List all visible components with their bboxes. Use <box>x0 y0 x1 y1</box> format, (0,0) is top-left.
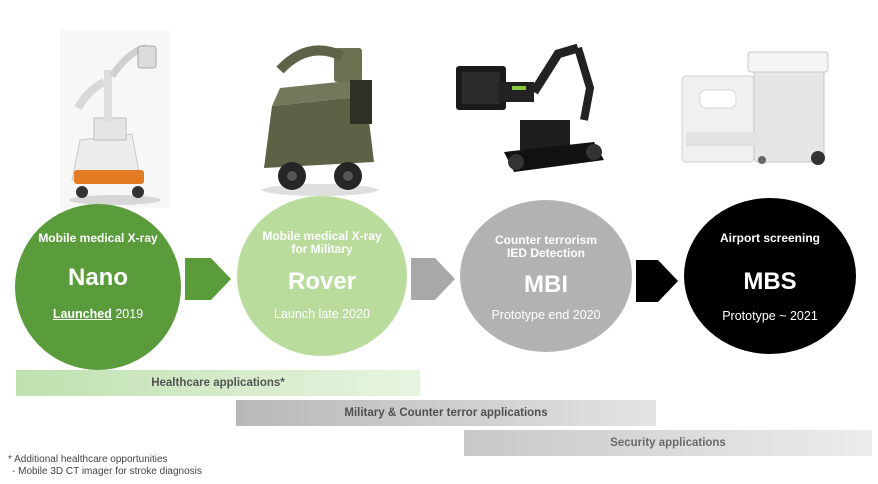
mbi-tracked-robot-image <box>456 43 604 172</box>
product-circle-rover: Mobile medical X-ray for Military Rover … <box>237 196 407 356</box>
footnote-line2: - Mobile 3D CT imager for stroke diagnos… <box>12 466 202 477</box>
security-applications-band: Security applications <box>464 430 872 456</box>
product-circle-mbi: Counter terrorism IED Detection MBI Prot… <box>460 200 632 352</box>
product-circle-nano: Mobile medical X-ray Nano Launched 2019 <box>15 204 181 370</box>
product-status: Launched 2019 <box>53 307 143 321</box>
product-subtitle: Mobile medical X-ray for Military <box>262 229 382 256</box>
product-status: Launch late 2020 <box>274 307 370 321</box>
rover-robot-image <box>262 45 378 196</box>
mbs-scanner-cart-image <box>681 51 829 165</box>
product-subtitle: Counter terrorism IED Detection <box>494 233 598 260</box>
military-applications-band: Military & Counter terror applications <box>236 400 656 426</box>
healthcare-applications-band: Healthcare applications* <box>16 370 420 396</box>
nano-xray-machine-image <box>60 30 170 208</box>
product-status: Prototype ~ 2021 <box>722 309 818 323</box>
product-name: MBI <box>524 271 568 298</box>
footnote: * Additional healthcare opportunities - … <box>8 454 202 478</box>
product-name: MBS <box>743 268 797 295</box>
launched-link[interactable]: Launched <box>52 307 112 321</box>
launch-year: 2019 <box>111 307 144 321</box>
product-status: Prototype end 2020 <box>491 308 601 322</box>
product-name: Rover <box>287 268 357 295</box>
product-subtitle: Mobile medical X-ray <box>38 231 158 245</box>
product-subtitle: Airport screening <box>719 231 821 245</box>
product-name: Nano <box>68 264 128 291</box>
arrow-right-icon <box>636 260 678 302</box>
arrow-right-icon <box>185 258 231 300</box>
product-circle-mbs: Airport screening MBS Prototype ~ 2021 <box>684 198 856 354</box>
footnote-line1: * Additional healthcare opportunities <box>8 454 168 465</box>
arrow-right-icon <box>411 258 455 300</box>
